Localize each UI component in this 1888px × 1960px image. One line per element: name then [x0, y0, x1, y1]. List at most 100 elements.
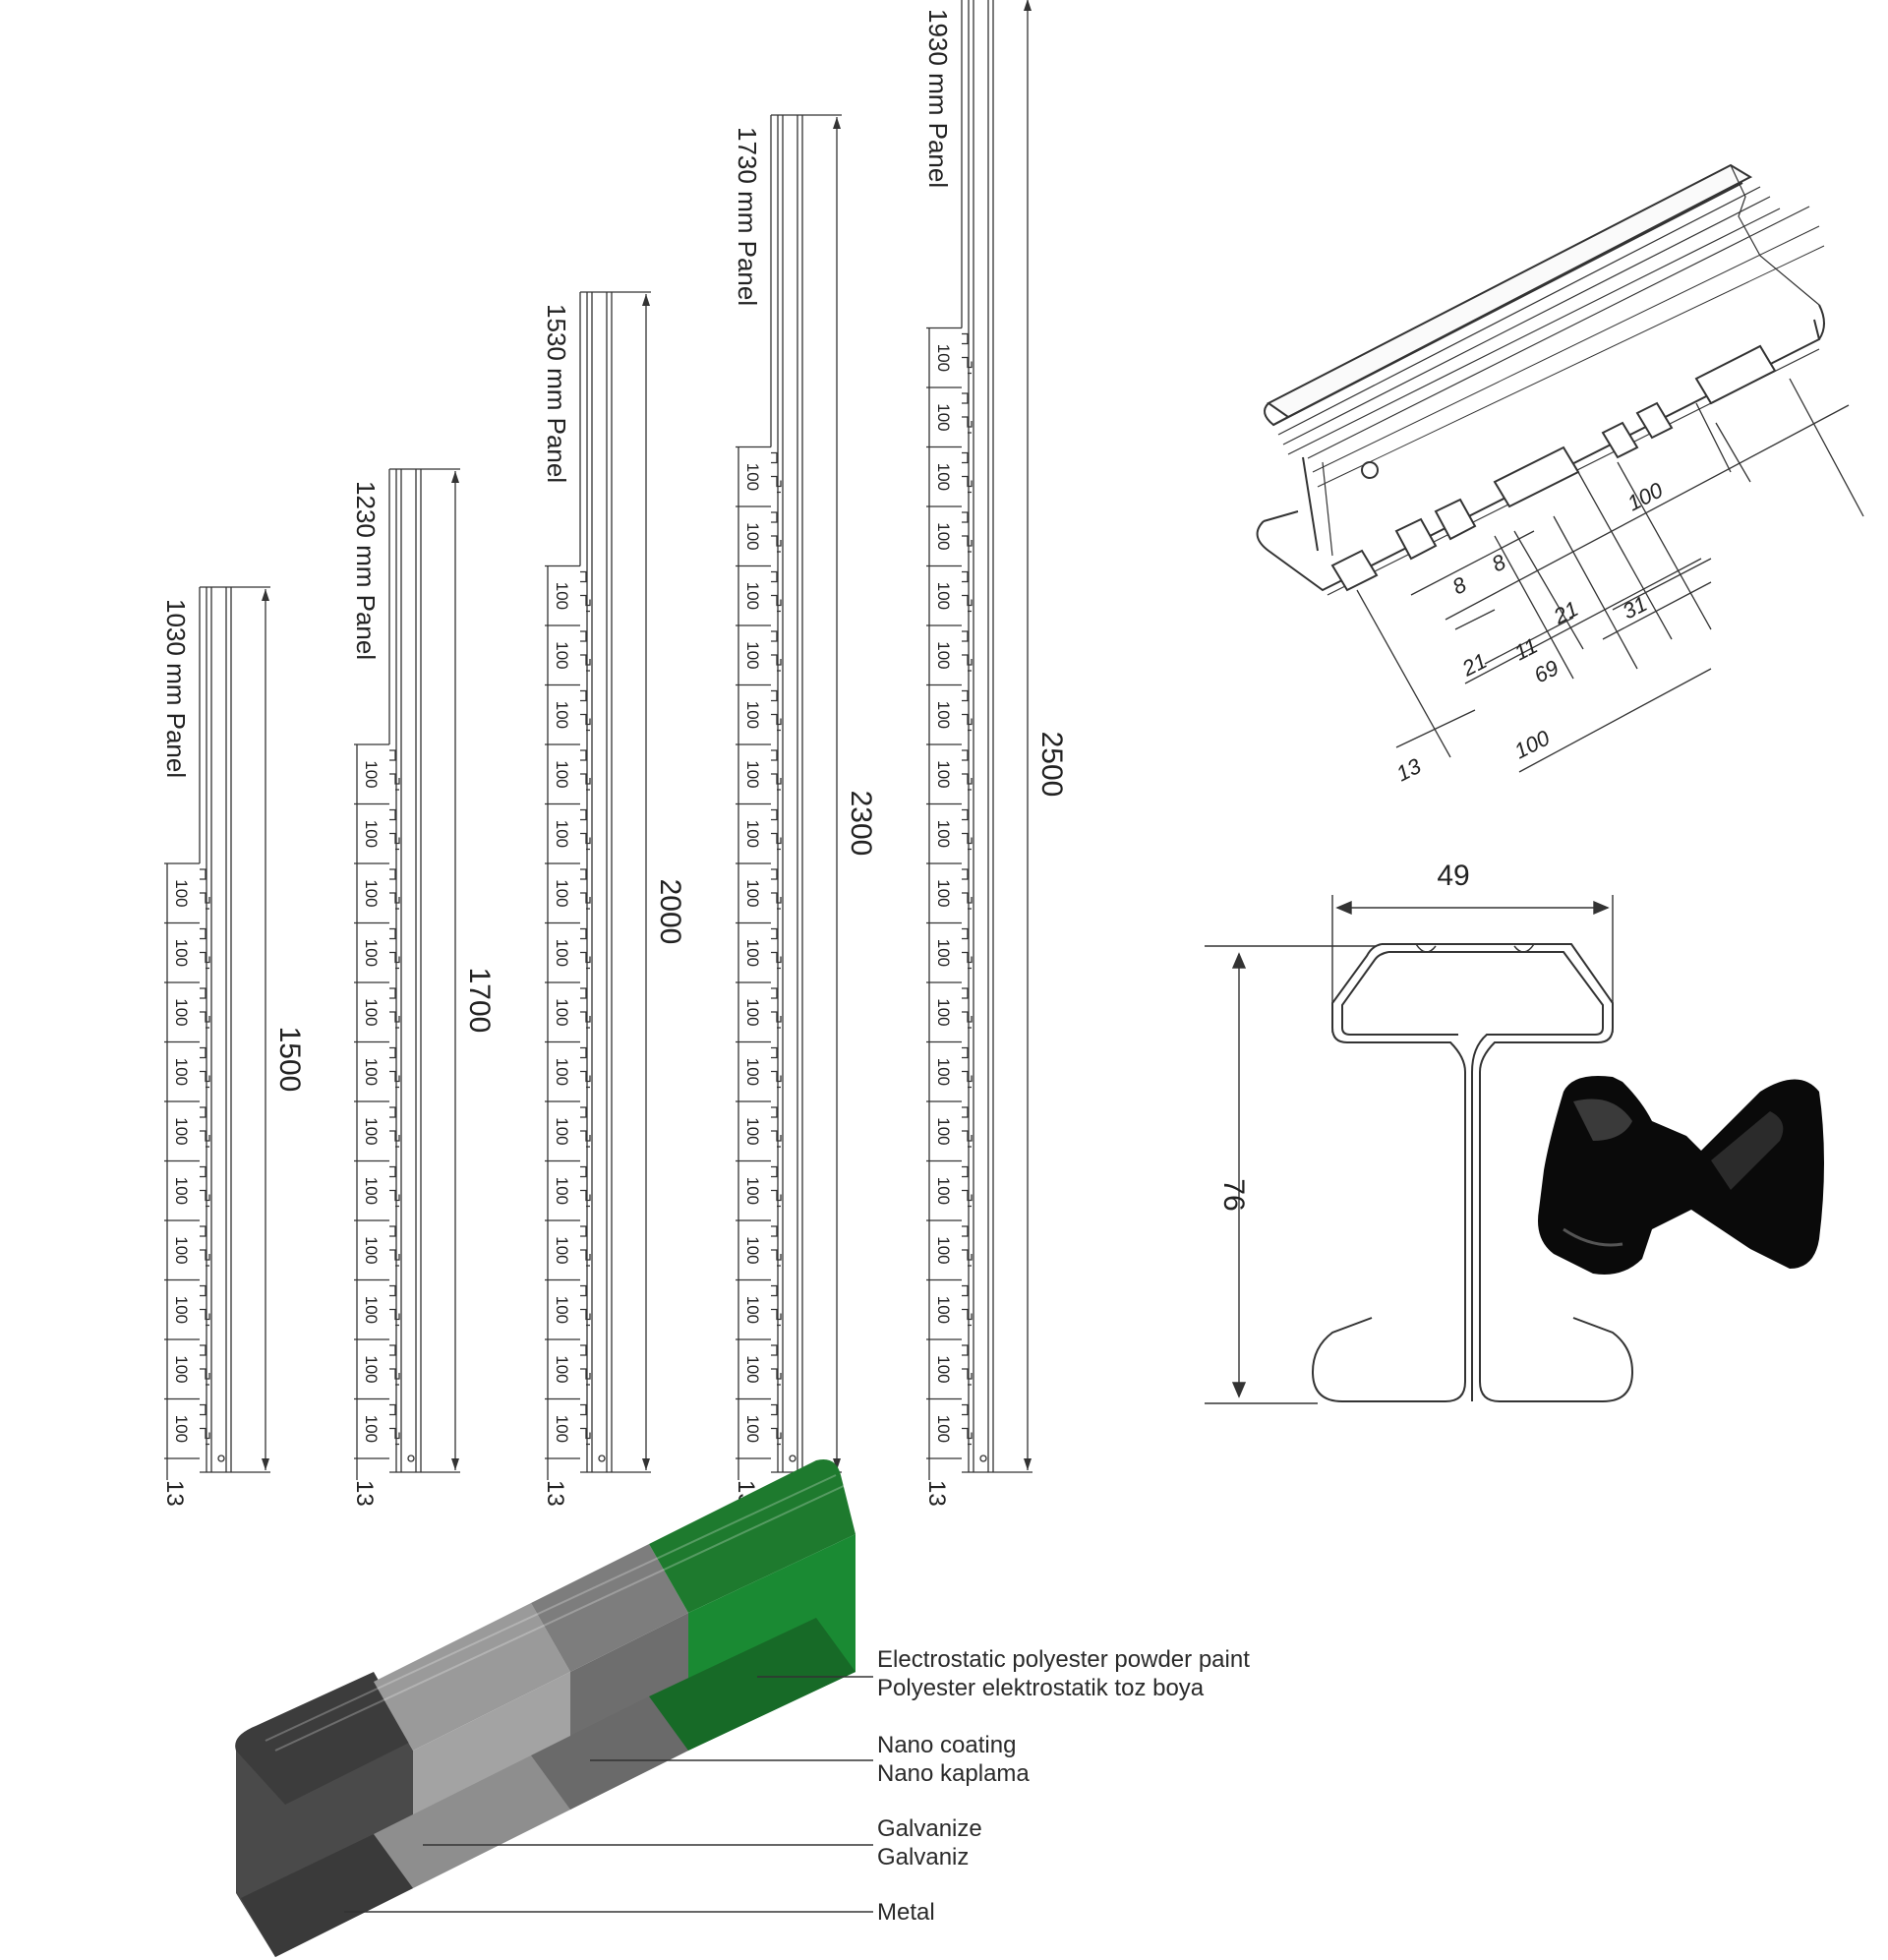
slot-notch — [200, 1165, 210, 1208]
step-label: 100 — [362, 1296, 381, 1324]
arrow-down-icon — [1024, 1458, 1032, 1470]
slot-notch — [962, 808, 973, 851]
post-cap-image — [1538, 1076, 1824, 1275]
slot-notch — [962, 1106, 973, 1148]
step-label: 100 — [743, 1117, 762, 1145]
slot-notch — [200, 1344, 210, 1386]
legend-galvanize-tr: Galvaniz — [877, 1844, 969, 1871]
step-label: 100 — [172, 1415, 191, 1443]
bottom-offset-label: 13 — [161, 1480, 188, 1507]
slot-notch — [771, 1403, 782, 1446]
slot-notch — [580, 749, 591, 791]
step-label: 100 — [553, 582, 571, 610]
step-label: 100 — [743, 1177, 762, 1205]
step-label: 100 — [172, 939, 191, 967]
step-label: 100 — [743, 701, 762, 729]
step-label: 100 — [743, 641, 762, 669]
slot-notch — [771, 1165, 782, 1208]
slot-notch — [389, 808, 400, 851]
slot-notch — [389, 1344, 400, 1386]
slot-notch — [580, 570, 591, 613]
step-label: 100 — [172, 998, 191, 1026]
slot-notch — [389, 1403, 400, 1446]
slot-notch — [771, 1344, 782, 1386]
step-label: 100 — [362, 1117, 381, 1145]
detail-dim-11: 11 — [1510, 633, 1542, 666]
step-label: 100 — [172, 1177, 191, 1205]
step-label: 100 — [743, 998, 762, 1026]
slot-notch — [580, 987, 591, 1029]
slot-notch — [580, 808, 591, 851]
step-label: 100 — [553, 1236, 571, 1264]
post-total-height: 2000 — [654, 879, 686, 945]
step-label: 100 — [172, 879, 191, 907]
arrow-up-icon — [642, 294, 650, 306]
slot-notch — [200, 1403, 210, 1446]
base-hole — [979, 1455, 987, 1462]
slot-notch — [389, 1046, 400, 1089]
slot-notch — [771, 1046, 782, 1089]
panel-label: 1930 mm Panel — [923, 9, 953, 188]
slot-notch — [771, 927, 782, 970]
step-label: 100 — [934, 701, 953, 729]
legend-powder-paint-tr: Polyester elektrostatik toz boya — [877, 1675, 1205, 1701]
step-label: 100 — [362, 1177, 381, 1205]
panel-label: 1530 mm Panel — [542, 304, 571, 483]
step-label: 100 — [553, 1177, 571, 1205]
slot-notch — [580, 1046, 591, 1089]
slot-notch — [962, 451, 973, 494]
detail-dim-31: 31 — [1619, 591, 1651, 624]
slot-notch — [962, 749, 973, 791]
slot-notch — [962, 630, 973, 672]
step-label: 100 — [743, 939, 762, 967]
step-label: 100 — [934, 939, 953, 967]
step-label: 100 — [934, 522, 953, 550]
slot-notch — [389, 868, 400, 910]
base-hole — [217, 1455, 225, 1462]
slot-notch — [580, 1403, 591, 1446]
step-label: 100 — [934, 879, 953, 907]
step-label: 100 — [934, 344, 953, 372]
step-label: 100 — [934, 463, 953, 491]
slot-notch — [389, 987, 400, 1029]
step-label: 100 — [553, 760, 571, 788]
slot-notch — [962, 392, 973, 434]
step-label: 100 — [743, 582, 762, 610]
step-label: 100 — [934, 1296, 953, 1324]
slot-notch — [389, 927, 400, 970]
slot-notch — [580, 1284, 591, 1327]
detail-dim-13: 13 — [1392, 753, 1426, 787]
step-label: 100 — [362, 879, 381, 907]
step-label: 100 — [743, 1236, 762, 1264]
base-hole — [407, 1455, 415, 1462]
legend-powder-paint-en: Electrostatic polyester powder paint — [877, 1646, 1250, 1673]
coating-layers-diagram — [235, 1459, 873, 1957]
slot-notch — [389, 1106, 400, 1148]
legend-galvanize-en: Galvanize — [877, 1815, 982, 1842]
step-label: 100 — [743, 1415, 762, 1443]
slot-notch — [962, 570, 973, 613]
step-label: 100 — [553, 939, 571, 967]
slot-notch — [580, 1225, 591, 1267]
base-hole — [598, 1455, 606, 1462]
slot-notch — [962, 1165, 973, 1208]
bottom-offset-label: 13 — [542, 1480, 568, 1507]
step-label: 100 — [172, 1296, 191, 1324]
slot-notch — [962, 1403, 973, 1446]
slot-notch — [580, 1106, 591, 1148]
detail-dim-100-bottom: 100 — [1510, 725, 1555, 763]
slot-notch — [962, 927, 973, 970]
slot-notch — [771, 451, 782, 494]
step-label: 100 — [553, 998, 571, 1026]
step-label: 100 — [362, 760, 381, 788]
panel-label: 1230 mm Panel — [351, 481, 381, 660]
step-label: 100 — [743, 760, 762, 788]
slot-notch — [771, 689, 782, 732]
detail-dim-8b: 8 — [1488, 549, 1510, 576]
slot-notch — [962, 1284, 973, 1327]
slot-notch — [771, 570, 782, 613]
step-label: 100 — [743, 879, 762, 907]
